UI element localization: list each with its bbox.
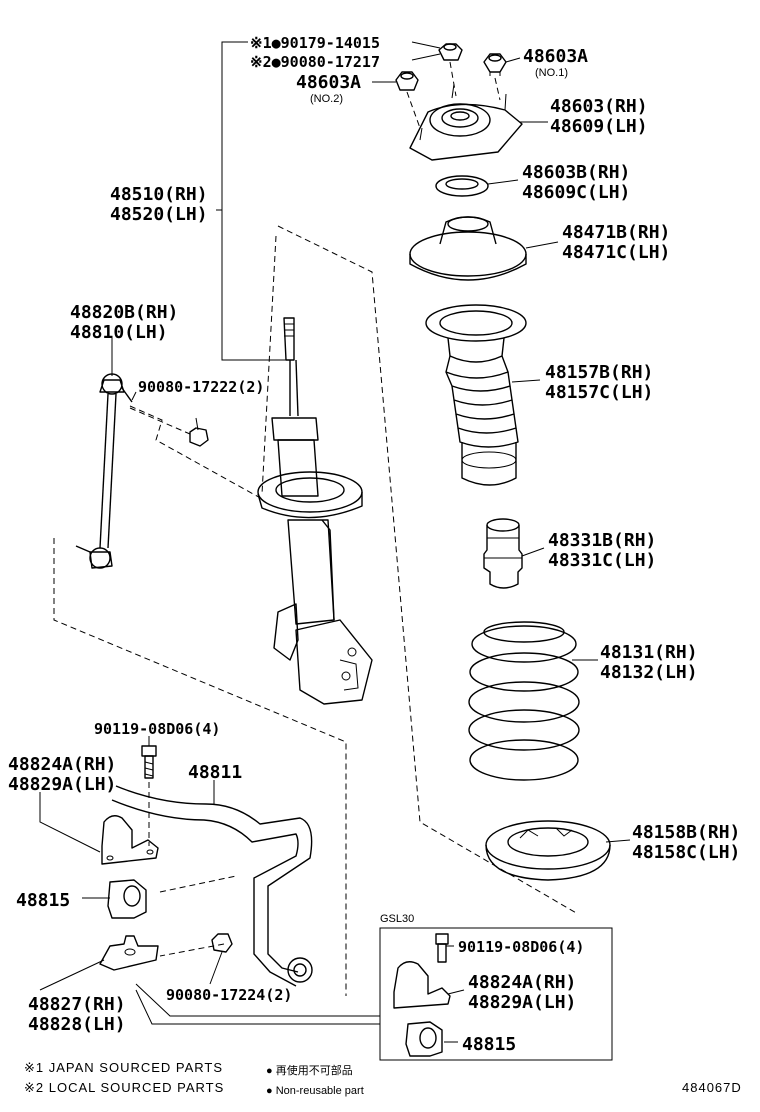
- label-bumper-rh: 48331B(RH): [548, 530, 656, 551]
- label-nut-no1: 48603A: [523, 46, 588, 67]
- bushing-48815: [107, 879, 147, 919]
- legend-japan: ※1 JAPAN SOURCED PARTS: [24, 1060, 223, 1075]
- label-inset-bolt: 90119-08D06(4): [458, 938, 584, 956]
- label-lower-seat-lh: 48158C(LH): [632, 842, 740, 863]
- label-lower-seat-rh: 48158B(RH): [632, 822, 740, 843]
- label-inset-bushing: 48815: [462, 1034, 516, 1055]
- label-strut-rh: 48510(RH): [110, 184, 208, 205]
- label-bearing-rh: 48603B(RH): [522, 162, 630, 183]
- bound-bumper: [483, 518, 523, 589]
- label-bracket-rh: 48824A(RH): [8, 754, 116, 775]
- legend-nonreuse-en: ● Non-reusable part: [266, 1085, 364, 1097]
- label-nut-local: ※2●90080-17217: [250, 53, 380, 71]
- legend-nonreuse-jp: ● 再使用不可部品: [266, 1063, 353, 1077]
- inset-bolt: [435, 933, 449, 963]
- label-link-rh: 48820B(RH): [70, 302, 178, 323]
- label-bolt: 90119-08D06(4): [94, 720, 220, 738]
- label-boot-rh: 48157B(RH): [545, 362, 653, 383]
- label-bearing-lh: 48609C(LH): [522, 182, 630, 203]
- label-nut-no2-note: (NO.2): [310, 93, 343, 105]
- stabilizer-bar: [111, 785, 313, 987]
- label-bar: 48811: [188, 762, 242, 783]
- lower-bracket: [99, 935, 159, 971]
- label-spring-lh: 48132(LH): [600, 662, 698, 683]
- label-seat-rh: 48471B(RH): [562, 222, 670, 243]
- nut-48603a-no1: [483, 53, 507, 76]
- label-boot-lh: 48157C(LH): [545, 382, 653, 403]
- nut-90179: [438, 43, 463, 61]
- label-lower-bracket-lh: 48828(LH): [28, 1014, 126, 1035]
- upper-spring-seat: [409, 216, 527, 281]
- legend: ※1 JAPAN SOURCED PARTS ※2 LOCAL SOURCED …: [24, 1060, 742, 1097]
- legend-local: ※2 LOCAL SOURCED PARTS: [24, 1080, 224, 1095]
- bar-nut-90080-17224: [211, 933, 233, 953]
- label-link-nut: 90080-17222(2): [138, 378, 264, 396]
- stabilizer-link: [75, 373, 133, 569]
- label-lower-bracket-rh: 48827(RH): [28, 994, 126, 1015]
- label-bushing: 48815: [16, 890, 70, 911]
- label-nut-japan: ※1●90179-14015: [250, 34, 380, 52]
- label-bumper-lh: 48331C(LH): [548, 550, 656, 571]
- bolt-90119-08d06: [141, 745, 157, 779]
- label-bracket-lh: 48829A(LH): [8, 774, 116, 795]
- coil-spring: [468, 621, 580, 781]
- upper-support-mount: [409, 83, 523, 161]
- inset-bracket: [393, 961, 451, 1009]
- leader-lines: [39, 41, 631, 1043]
- label-spring-rh: 48131(RH): [600, 642, 698, 663]
- nut-48603a-no2: [395, 71, 419, 91]
- label-inset-title: GSL30: [380, 913, 414, 925]
- label-inset-bracket-lh: 48829A(LH): [468, 992, 576, 1013]
- shock-absorber: [257, 317, 373, 705]
- inset-gsl30: [379, 927, 613, 1061]
- bound-boot: [425, 304, 527, 486]
- label-nut-no2: 48603A: [296, 72, 361, 93]
- part-labels: ※1●90179-14015 ※2●90080-17217 48603A (NO…: [8, 34, 740, 1055]
- label-link-lh: 48810(LH): [70, 322, 168, 343]
- label-nut-no1-note: (NO.1): [535, 67, 568, 79]
- label-mount-lh: 48609(LH): [550, 116, 648, 137]
- label-bar-nut: 90080-17224(2): [166, 986, 292, 1004]
- bearing: [435, 175, 489, 197]
- label-seat-lh: 48471C(LH): [562, 242, 670, 263]
- inset-bushing: [405, 1021, 443, 1057]
- label-inset-bracket-rh: 48824A(RH): [468, 972, 576, 993]
- label-strut-lh: 48520(LH): [110, 204, 208, 225]
- diagram-code: 484067D: [682, 1080, 742, 1095]
- link-nut-90080-17222: [189, 427, 209, 447]
- lower-spring-seat: [485, 820, 611, 881]
- label-mount-rh: 48603(RH): [550, 96, 648, 117]
- bushing-bracket: [101, 815, 159, 865]
